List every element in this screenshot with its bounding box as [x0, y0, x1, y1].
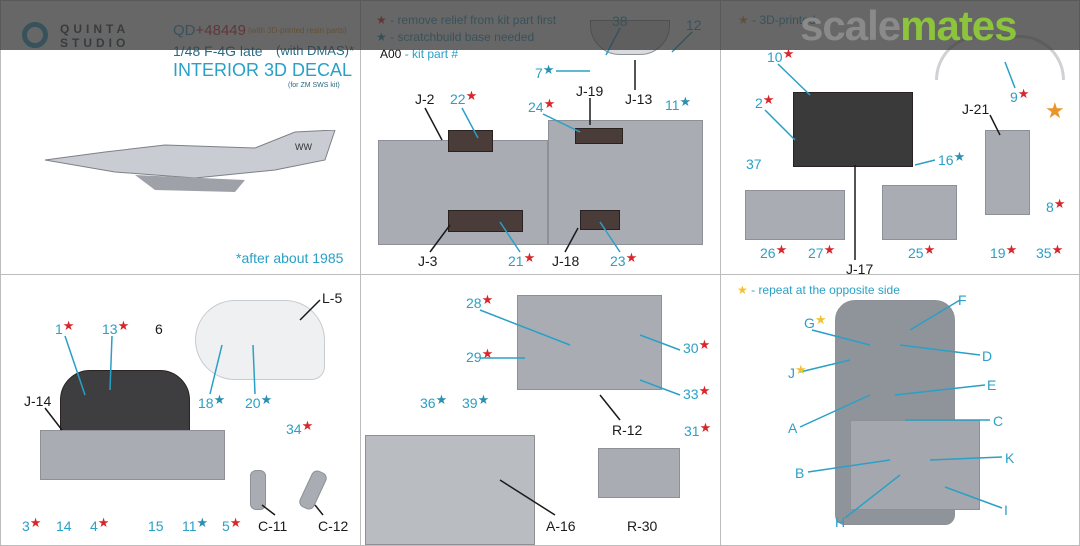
label-16: 16★: [938, 149, 966, 168]
label-1: 1★: [55, 318, 75, 337]
label-5: 5★: [222, 515, 242, 534]
legend-blue-star: ★ - scratchbuild base needed: [376, 30, 535, 44]
label-34: 34★: [286, 418, 314, 437]
label-c11: C-11: [258, 518, 288, 534]
label-a16: A-16: [546, 518, 576, 534]
seat-bucket: [850, 420, 980, 510]
label-35: 35★: [1036, 242, 1064, 261]
label-22: 22★: [450, 88, 478, 107]
footnote: *after about 1985: [236, 250, 344, 266]
model-name: 1/48 F-4G late: [173, 43, 263, 59]
label-8: 8★: [1046, 196, 1066, 215]
label-C: C: [993, 413, 1004, 429]
label-G: G★: [804, 312, 827, 331]
part-c11: [250, 470, 266, 510]
legend-kit-part: A00 - kit part #: [380, 47, 459, 61]
label-38: 38: [612, 13, 628, 29]
label-11: 11★: [665, 94, 692, 113]
label-39: 39★: [462, 392, 490, 411]
label-r30: R-30: [627, 518, 658, 534]
label-23: 23★: [610, 250, 638, 269]
label-19: 19★: [990, 242, 1018, 261]
canopy-l5: [195, 300, 325, 380]
decal-23: [580, 210, 620, 230]
aircraft-image: WW: [44, 129, 340, 200]
label-24: 24★: [528, 96, 556, 115]
part-j21: [985, 130, 1030, 215]
label-20: 20★: [245, 392, 273, 411]
label-6: 6: [155, 321, 163, 337]
label-j17: J-17: [846, 261, 874, 277]
label-E: E: [987, 377, 997, 393]
label-37: 37: [746, 156, 762, 172]
label-7: 7★: [535, 62, 555, 81]
label-j13: J-13: [625, 91, 653, 107]
label-j18: J-18: [552, 253, 580, 269]
label-4: 4★: [90, 515, 110, 534]
label-14: 14: [56, 518, 72, 534]
label-K: K: [1005, 450, 1015, 466]
label-j14: J-14: [24, 393, 52, 409]
legend-red-star: ★ - remove relief from kit part first: [376, 13, 557, 27]
product-note: (with 3D-printed resin parts): [248, 26, 347, 35]
decal-24: [575, 128, 623, 144]
label-l5: L-5: [322, 290, 343, 306]
rear-panel-base: [40, 430, 225, 480]
product-title: INTERIOR 3D DECAL: [173, 60, 353, 80]
kit-note: (for ZM SWS kit): [288, 82, 340, 89]
scalemates-watermark: scalemates: [800, 2, 1018, 49]
label-11b: 11★: [182, 515, 209, 534]
label-33: 33★: [683, 383, 711, 402]
label-J: J★: [788, 362, 807, 381]
quinta-logo-icon: [22, 22, 48, 48]
label-D: D: [982, 348, 993, 364]
label-r12: R-12: [612, 422, 643, 438]
label-3: 3★: [22, 515, 42, 534]
label-30: 30★: [683, 337, 711, 356]
label-31: 31★: [684, 420, 712, 439]
console-a16: [365, 435, 535, 545]
cockpit-tub-rear: [548, 120, 703, 245]
label-j2: J-2: [415, 91, 435, 107]
decal-22: [448, 130, 493, 152]
label-9: 9★: [1010, 86, 1030, 105]
label-j19: J-19: [576, 83, 604, 99]
label-H: H: [835, 514, 846, 530]
label-A: A: [788, 420, 798, 436]
label-28: 28★: [466, 292, 494, 311]
label-I: I: [1004, 502, 1008, 518]
instrument-panel-main: [793, 92, 913, 167]
label-F: F: [958, 292, 967, 308]
rear-console-r12: [517, 295, 662, 390]
lower-panel-right: [882, 185, 957, 240]
label-j3: J-3: [418, 253, 438, 269]
label-B: B: [795, 465, 805, 481]
label-27: 27★: [808, 242, 836, 261]
label-26: 26★: [760, 242, 788, 261]
decal-21: [448, 210, 523, 232]
label-c12: C-12: [318, 518, 349, 534]
label-29: 29★: [466, 346, 494, 365]
label-2: 2★: [755, 92, 775, 111]
svg-text:WW: WW: [295, 142, 312, 152]
label-36: 36★: [420, 392, 448, 411]
label-18: 18★: [198, 392, 226, 411]
label-j21: J-21: [962, 101, 990, 117]
console-r30: [598, 448, 680, 498]
model-note: (with DMAS)*: [276, 43, 355, 58]
label-10: 10★: [767, 46, 795, 65]
label-13: 13★: [102, 318, 130, 337]
label-25: 25★: [908, 242, 936, 261]
brand-name: QUINTA STUDIO: [60, 22, 130, 50]
label-12: 12: [686, 17, 702, 33]
orange-star-marker: ★: [1045, 98, 1065, 123]
product-code: QD+48449: [173, 22, 246, 39]
legend-yellow-star: ★ - repeat at the opposite side: [737, 283, 900, 297]
label-15: 15: [148, 518, 164, 534]
label-21: 21★: [508, 250, 536, 269]
lower-panel-left: [745, 190, 845, 240]
